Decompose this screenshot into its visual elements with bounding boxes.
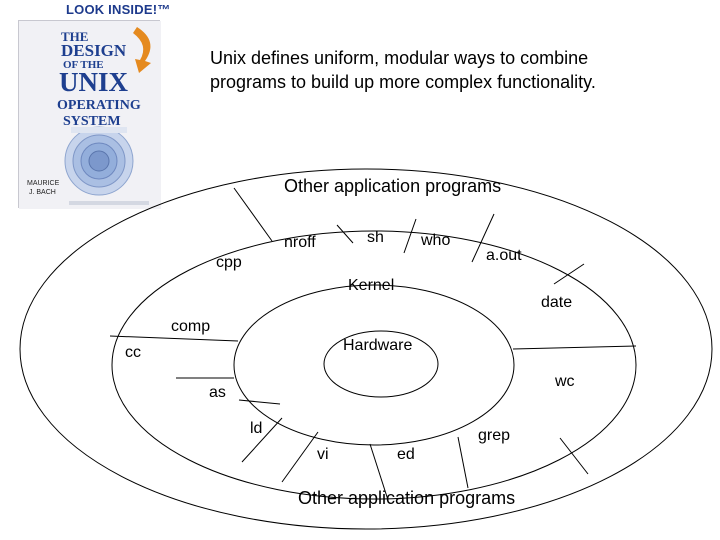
divider-line-date-wc [512,345,637,350]
divider-line-sh-who [403,218,417,254]
look-inside-badge[interactable]: LOOK INSIDE!™ [66,2,171,17]
program-label-date: date [541,294,572,311]
divider-line-nroff-sh [336,224,354,244]
shell-programs-ellipse [111,230,637,500]
cover-title-line-6: SYSTEM [63,114,121,129]
cover-title-line-5: OPERATING [57,98,141,113]
cover-title-line-4: UNIX [59,67,129,97]
hardware-ellipse [323,330,439,398]
cover-title-line-2: DESIGN [61,41,127,60]
program-label-cpp: cpp [216,254,242,271]
program-label-comp: comp [171,318,210,335]
cover-author-line-1: MAURICE [27,180,60,187]
divider-line-aout-date [553,263,585,285]
arrow-icon [133,27,151,73]
kernel-label: Kernel [348,277,394,294]
divider-line-top-left [233,187,273,242]
cover-art: THE DESIGN OF THE UNIX OPERATING SYSTEM … [19,21,161,209]
program-label-vi: vi [317,446,329,463]
program-label-ed: ed [397,446,415,463]
outer-applications-ellipse [19,168,713,530]
program-label-ld: ld [250,420,262,437]
hardware-label: Hardware [343,337,412,354]
program-label-nroff: nroff [284,234,316,251]
program-label-sh: sh [367,229,384,246]
caption-line-1: Unix defines uniform, modular ways to co… [210,48,589,68]
divider-line-grep-outer [559,437,589,475]
program-label-a-out: a.out [486,247,522,264]
divider-line-ld-outer [241,417,283,463]
divider-line-comp-cc [109,335,239,342]
cover-author-line-2: J. BACH [29,189,56,196]
program-label-who: who [420,232,450,249]
divider-line-ed-grep [457,436,469,489]
divider-line-who-aout [471,213,495,263]
outer-bottom-label: Other application programs [298,488,515,508]
divider-line-vi-ed [369,443,389,501]
program-label-cc: cc [125,344,141,361]
program-label-wc: wc [554,373,575,390]
program-label-grep: grep [478,427,510,444]
cover-title-line-1: THE [61,29,88,44]
program-label-as: as [209,384,226,401]
slide-caption: Unix defines uniform, modular ways to co… [210,46,690,94]
outer-top-label: Other application programs [284,176,501,196]
kernel-ellipse [233,284,515,446]
divider-line-ld-vi [281,431,319,483]
book-cover-image: THE DESIGN OF THE UNIX OPERATING SYSTEM … [18,20,161,209]
cover-title-line-3: OF THE [63,59,104,71]
divider-line-as-ld [238,399,281,405]
caption-line-2: programs to build up more complex functi… [210,72,596,92]
